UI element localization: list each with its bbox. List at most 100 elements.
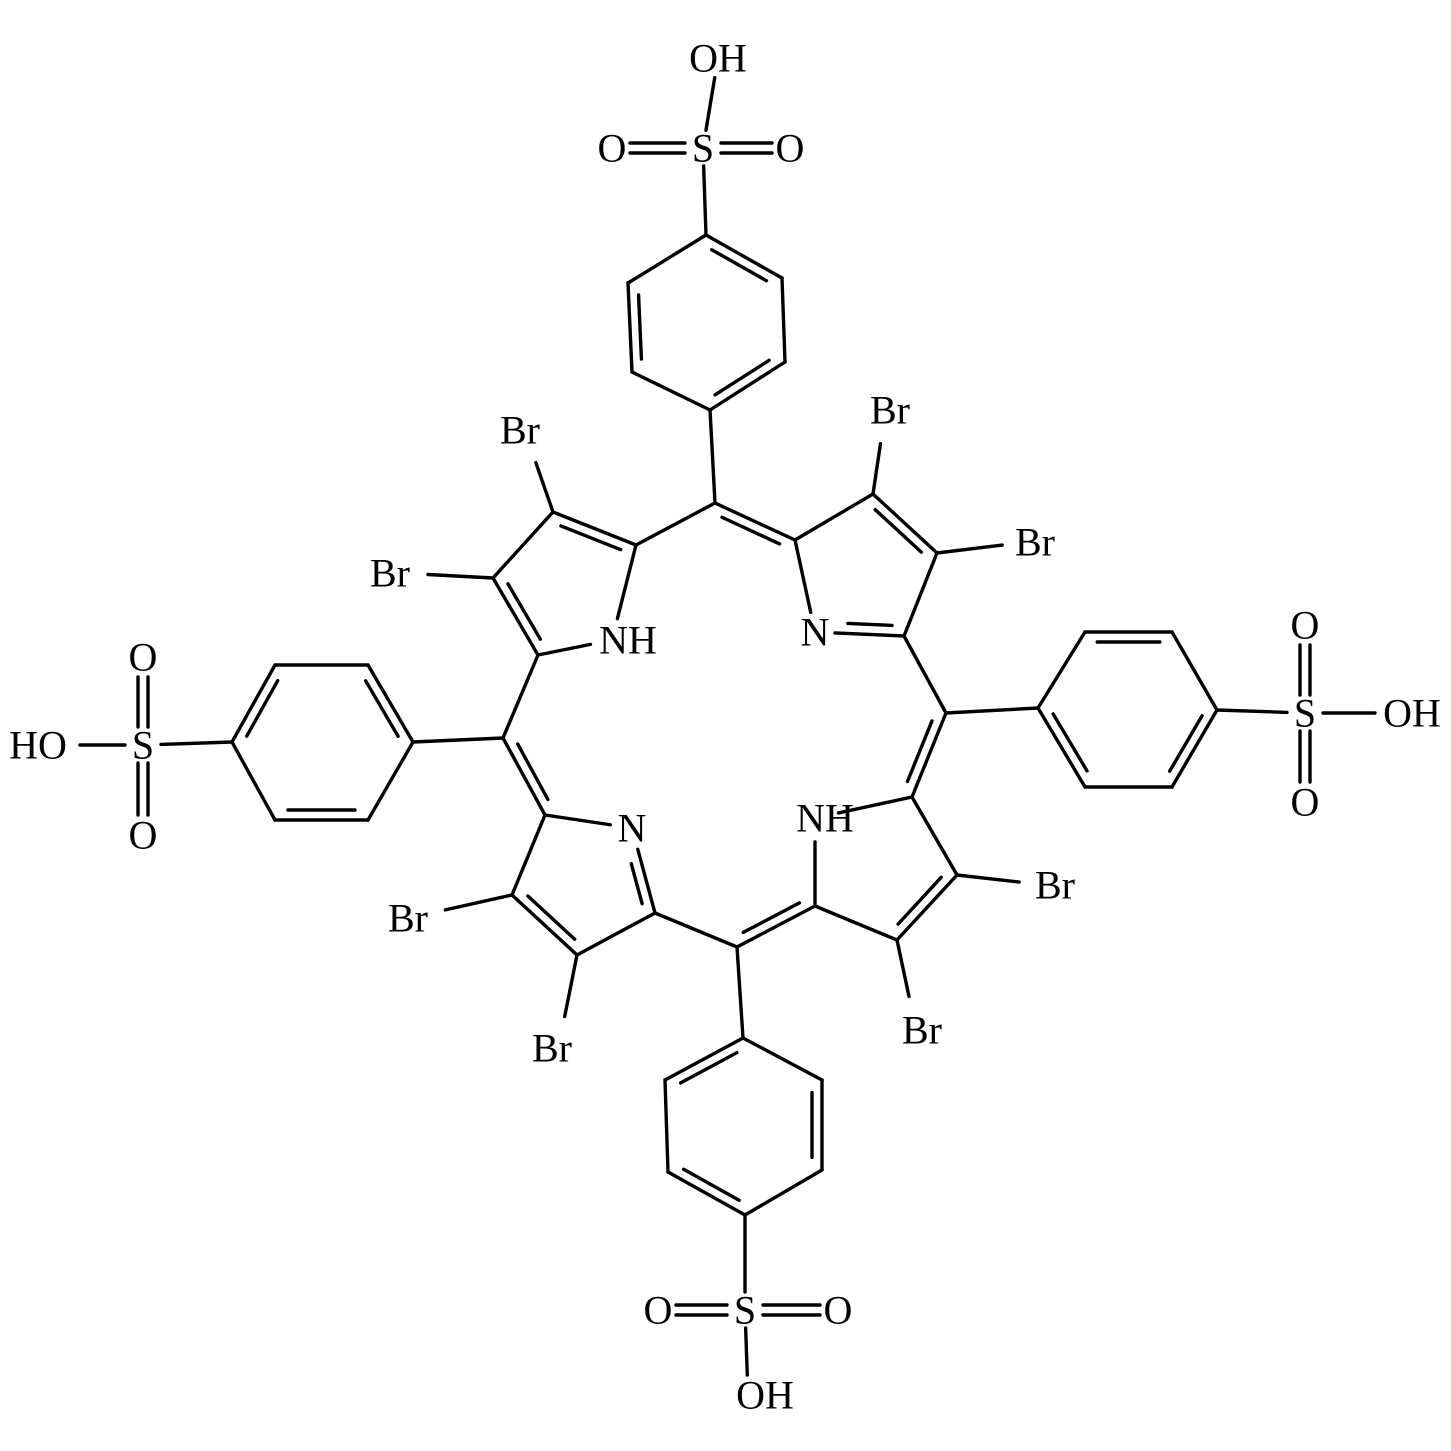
single-bond bbox=[1215, 708, 1289, 715]
double-bond-inner bbox=[636, 293, 644, 361]
double-bond bbox=[871, 492, 939, 555]
double-bond-inner bbox=[896, 875, 943, 926]
single-bond bbox=[735, 945, 745, 1040]
double-bond-inner bbox=[713, 358, 771, 397]
label-s-left: S bbox=[132, 723, 154, 768]
double-bond-inner bbox=[681, 1167, 741, 1202]
single-bond bbox=[366, 740, 415, 822]
single-bond bbox=[935, 543, 1004, 555]
single-bond bbox=[510, 813, 547, 897]
double-bond bbox=[833, 631, 906, 638]
double-bond-inner bbox=[741, 901, 802, 935]
label-br-5: Br bbox=[1035, 863, 1075, 908]
double-bond-inner bbox=[1167, 714, 1204, 773]
single-bond bbox=[626, 233, 708, 285]
single-bond bbox=[491, 510, 555, 580]
double-bond-inner bbox=[559, 524, 623, 552]
single-bond bbox=[813, 904, 899, 942]
single-bond bbox=[704, 76, 717, 132]
label-nh-upper-left: NH bbox=[599, 618, 657, 663]
label-br-6: Br bbox=[902, 1008, 942, 1053]
double-bond bbox=[501, 736, 547, 817]
label-o-bottom-right: O bbox=[824, 1288, 853, 1333]
single-bond bbox=[1170, 630, 1219, 712]
double-bond-inner bbox=[506, 582, 543, 641]
single-bond bbox=[871, 442, 883, 496]
single-bond bbox=[793, 492, 875, 542]
single-bond bbox=[910, 795, 959, 877]
label-o-right-top: O bbox=[1291, 603, 1320, 648]
single-bond bbox=[743, 1326, 749, 1377]
double-bond-inner bbox=[363, 679, 400, 738]
single-bond bbox=[615, 543, 638, 621]
single-bond bbox=[701, 164, 708, 237]
single-bond bbox=[634, 501, 717, 547]
single-bond bbox=[780, 276, 787, 364]
double-bond-inner bbox=[710, 248, 769, 283]
double-bond bbox=[636, 847, 657, 915]
label-br-7: Br bbox=[388, 896, 428, 941]
double-bond-inner bbox=[846, 621, 894, 628]
double-bond bbox=[1170, 708, 1219, 789]
double-bond bbox=[366, 663, 415, 744]
double-bond bbox=[895, 873, 959, 942]
single-bond bbox=[944, 706, 1040, 715]
atom-labels: OH S O O OH S O O OH S O O HO S O O NH N… bbox=[9, 36, 1441, 1418]
double-bond-inner bbox=[245, 678, 280, 738]
double-bond bbox=[910, 711, 948, 799]
label-n-upper-right: N bbox=[801, 610, 830, 655]
double-bond bbox=[704, 233, 784, 280]
single-bond bbox=[230, 740, 277, 822]
label-br-1: Br bbox=[500, 408, 540, 453]
double-bond-inner bbox=[873, 507, 923, 554]
single-bond bbox=[543, 813, 612, 827]
double-bond-inner bbox=[1051, 712, 1089, 773]
single-bond bbox=[741, 1036, 824, 1082]
single-bond bbox=[443, 893, 514, 912]
label-br-4: Br bbox=[1015, 520, 1055, 565]
single-bond bbox=[902, 551, 939, 638]
single-bond bbox=[534, 460, 555, 514]
single-bond bbox=[902, 634, 948, 715]
double-bond bbox=[666, 1170, 747, 1217]
label-oh-bottom: OH bbox=[736, 1373, 794, 1418]
single-bond bbox=[575, 911, 657, 957]
double-bond bbox=[1036, 706, 1087, 789]
double-bond bbox=[551, 510, 638, 547]
single-bond bbox=[955, 873, 1021, 884]
double-bond-inner bbox=[678, 1050, 739, 1085]
label-o-top-left: O bbox=[598, 126, 627, 171]
label-s-right: S bbox=[1294, 691, 1316, 736]
single-bond bbox=[501, 653, 540, 740]
label-s-top: S bbox=[692, 126, 714, 171]
single-bond bbox=[663, 1078, 670, 1174]
single-bond bbox=[895, 938, 911, 999]
single-bond bbox=[563, 953, 579, 1019]
label-o-bottom-left: O bbox=[644, 1288, 673, 1333]
label-o-left-bottom: O bbox=[129, 813, 158, 858]
double-bond-inner bbox=[526, 894, 577, 941]
label-o-left-top: O bbox=[129, 635, 158, 680]
single-bond bbox=[653, 911, 739, 949]
single-bond bbox=[411, 736, 505, 744]
double-bond bbox=[230, 663, 277, 744]
single-bond bbox=[159, 740, 234, 747]
double-bond-inner bbox=[515, 742, 550, 802]
double-bond-inner bbox=[629, 862, 644, 906]
single-bond bbox=[1036, 630, 1087, 710]
double-bond-inner bbox=[905, 719, 934, 784]
single-bond bbox=[708, 408, 717, 505]
label-br-2: Br bbox=[370, 551, 410, 596]
label-o-top-right: O bbox=[776, 126, 805, 171]
single-bond bbox=[536, 642, 593, 657]
double-bond bbox=[626, 281, 634, 374]
single-bond bbox=[743, 1168, 824, 1217]
double-bond bbox=[491, 576, 540, 657]
double-bond bbox=[713, 501, 797, 542]
label-br-3: Br bbox=[870, 388, 910, 433]
label-oh-top: OH bbox=[689, 36, 747, 81]
single-bond bbox=[426, 572, 495, 580]
single-bond bbox=[630, 370, 712, 412]
